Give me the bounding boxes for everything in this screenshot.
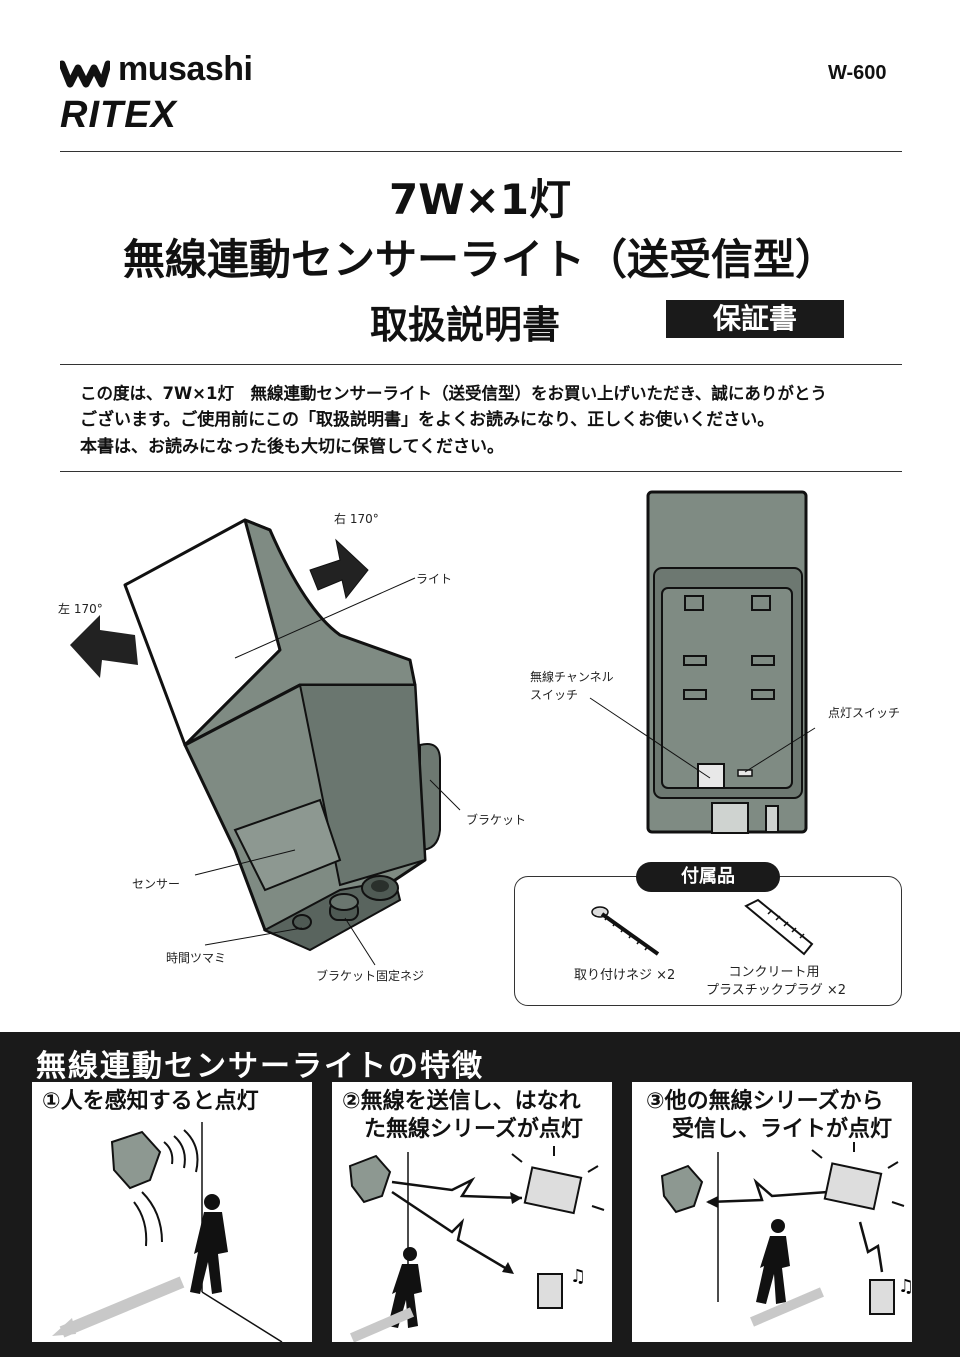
accessory-item-screws: 取り付けネジ ×2 — [574, 968, 676, 983]
svg-text:♫: ♫ — [570, 1266, 586, 1287]
label-timer-knob: 時間ツマミ — [166, 951, 227, 965]
accessory-item-plugs: コンクリート用 プラスチックプラグ ×2 — [706, 964, 847, 1000]
brand-sub: RITEX — [60, 94, 177, 136]
device-back-illustration — [646, 490, 808, 834]
feature-panel-3: ③他の無線シリーズから 受信し、ライトが点灯 ♫ — [632, 1082, 912, 1342]
wireless-receive-illustration: ♫ — [660, 1142, 912, 1327]
accessory-item-plugs-line1: コンクリート用 — [728, 965, 820, 980]
label-channel-switch-line2: スイッチ — [530, 688, 579, 702]
wireless-transmit-illustration: ♫ — [348, 1146, 605, 1342]
person-walking-illustration — [52, 1122, 283, 1342]
accessory-item-plugs-line2: プラスチックプラグ ×2 — [706, 983, 847, 998]
title-product: 無線連動センサーライト（送受信型） — [122, 235, 837, 284]
intro-line-2: ございます。ご使用前にこの「取扱説明書」をよくお読みになり、正しくお使いください… — [80, 410, 775, 430]
screw-icon — [591, 906, 660, 956]
back-view-leader-lines — [589, 697, 816, 779]
feature-panel-2-subtitle: た無線シリーズが点灯 — [364, 1117, 583, 1142]
feature-panel-2-title: ②無線を送信し、はなれ — [342, 1089, 581, 1114]
model-number: W-600 — [828, 62, 887, 84]
label-sensor: センサー — [132, 877, 181, 891]
title-manual: 取扱説明書 — [370, 303, 561, 347]
label-light: ライト — [416, 572, 453, 586]
label-right-rotation: 右 170° — [334, 512, 379, 526]
label-channel-switch: 無線チャンネル スイッチ — [530, 668, 614, 704]
feature-panel-3-title: ③他の無線シリーズから — [646, 1089, 884, 1114]
musashi-mark-icon — [60, 60, 110, 88]
sensor-light-illustration — [70, 518, 461, 966]
features-title: 無線連動センサーライトの特徴 — [36, 1049, 484, 1084]
divider-mid — [60, 364, 902, 365]
label-bracket-screw: ブラケット固定ネジ — [316, 969, 425, 983]
intro-line-3: 本書は、お読みになった後も大切に保管してください。 — [80, 437, 504, 457]
label-light-switch: 点灯スイッチ — [828, 706, 901, 720]
label-left-rotation: 左 170° — [58, 602, 103, 616]
feature-panel-3-subtitle: 受信し、ライトが点灯 — [672, 1117, 893, 1142]
feature-panel-2: ②無線を送信し、はなれ た無線シリーズが点灯 ♫ — [332, 1082, 612, 1342]
brand-name: musashi — [118, 50, 253, 88]
intro-line-1: この度は、7W×1灯 無線連動センサーライト（送受信型）をお買い上げいただき、誠… — [80, 384, 827, 403]
label-channel-switch-line1: 無線チャンネル — [530, 670, 614, 684]
plastic-plug-icon — [744, 898, 814, 956]
divider-intro — [60, 471, 902, 472]
accessories-title: 付属品 — [636, 862, 780, 892]
feature-panel-1-title: ①人を感知すると点灯 — [42, 1089, 259, 1114]
divider-top — [60, 151, 902, 152]
warranty-badge: 保証書 — [666, 300, 844, 338]
svg-text:♫: ♫ — [898, 1276, 912, 1297]
intro-text: この度は、7W×1灯 無線連動センサーライト（送受信型）をお買い上げいただき、誠… — [80, 380, 900, 461]
label-bracket: ブラケット — [466, 813, 527, 827]
brand-logo: musashi RITEX — [60, 50, 290, 144]
feature-panel-1: ①人を感知すると点灯 — [32, 1082, 312, 1342]
title-wattage: 7W×1灯 — [389, 175, 571, 224]
